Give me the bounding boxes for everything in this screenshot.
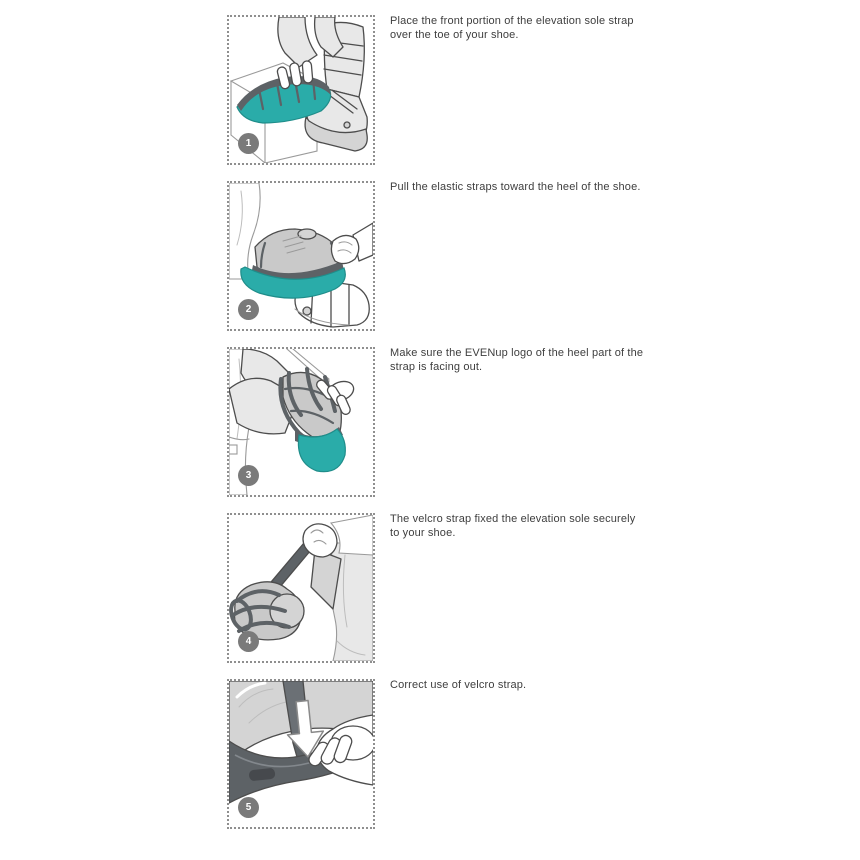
- step-row-4: 4 The velcro strap fixed the elevation s…: [227, 513, 643, 663]
- step-4-caption: The velcro strap fixed the elevation sol…: [390, 513, 635, 540]
- step-4-number-badge: 4: [238, 631, 259, 652]
- hands: [330, 222, 373, 265]
- step-number: 4: [245, 635, 252, 647]
- caption-line: Make sure the EVENup logo of the heel pa…: [390, 347, 644, 359]
- sleeve: [310, 515, 373, 610]
- steps-column: 1 Place the front portion of the elevati…: [227, 15, 643, 845]
- step-number: 3: [245, 469, 252, 481]
- hand-fist: [302, 523, 338, 558]
- step-number: 1: [245, 137, 252, 149]
- step-row-2: 2 Pull the elastic straps toward the hee…: [227, 181, 643, 331]
- elevation-sole: [240, 241, 346, 299]
- step-2-figure-box: 2: [227, 181, 375, 331]
- step-3-figure-box: 3: [227, 347, 375, 497]
- leg: [229, 183, 261, 280]
- caption-line: over the toe of your shoe.: [390, 28, 519, 41]
- step-1-illustration: [229, 17, 368, 163]
- caption-line: Pull the elastic straps toward the heel …: [390, 181, 641, 193]
- step-row-3: 3 Make sure the EVENup logo of the heel …: [227, 347, 643, 497]
- step-1-caption: Place the front portion of the elevation…: [390, 15, 634, 42]
- step-2-caption: Pull the elastic straps toward the heel …: [390, 181, 641, 195]
- down-arrow-icon: [286, 699, 325, 758]
- step-1-number-badge: 1: [238, 133, 259, 154]
- step-number: 5: [245, 801, 252, 813]
- step-3-illustration: [229, 349, 355, 495]
- step-5-figure-box: 5: [227, 679, 375, 829]
- step-5-number-badge: 5: [238, 797, 259, 818]
- step-3-caption: Make sure the EVENup logo of the heel pa…: [390, 347, 643, 374]
- step-row-1: 1 Place the front portion of the elevati…: [227, 15, 643, 165]
- caption-line: to your shoe.: [390, 526, 456, 539]
- step-5-illustration: [229, 681, 373, 804]
- caption-line: The velcro strap fixed the elevation sol…: [390, 513, 636, 525]
- hand-pressing: [308, 714, 373, 786]
- hand-fingers: [316, 379, 355, 415]
- caption-line: strap is facing out.: [390, 360, 483, 373]
- leg: [329, 542, 373, 661]
- caption-line: Place the front portion of the elevation…: [390, 15, 634, 27]
- shoe-with-cage: [229, 581, 305, 641]
- step-1-figure-box: 1: [227, 15, 375, 165]
- step-row-5: 5 Correct use of velcro strap.: [227, 679, 643, 829]
- step-3-number-badge: 3: [238, 465, 259, 486]
- step-5-caption: Correct use of velcro strap.: [390, 679, 526, 693]
- hand-fingers: [276, 60, 314, 90]
- step-2-illustration: [229, 183, 373, 328]
- step-number: 2: [245, 303, 252, 315]
- step-2-number-badge: 2: [238, 299, 259, 320]
- step-4-figure-box: 4: [227, 513, 375, 663]
- step-4-illustration: [229, 515, 373, 661]
- caption-line: Correct use of velcro strap.: [390, 679, 527, 691]
